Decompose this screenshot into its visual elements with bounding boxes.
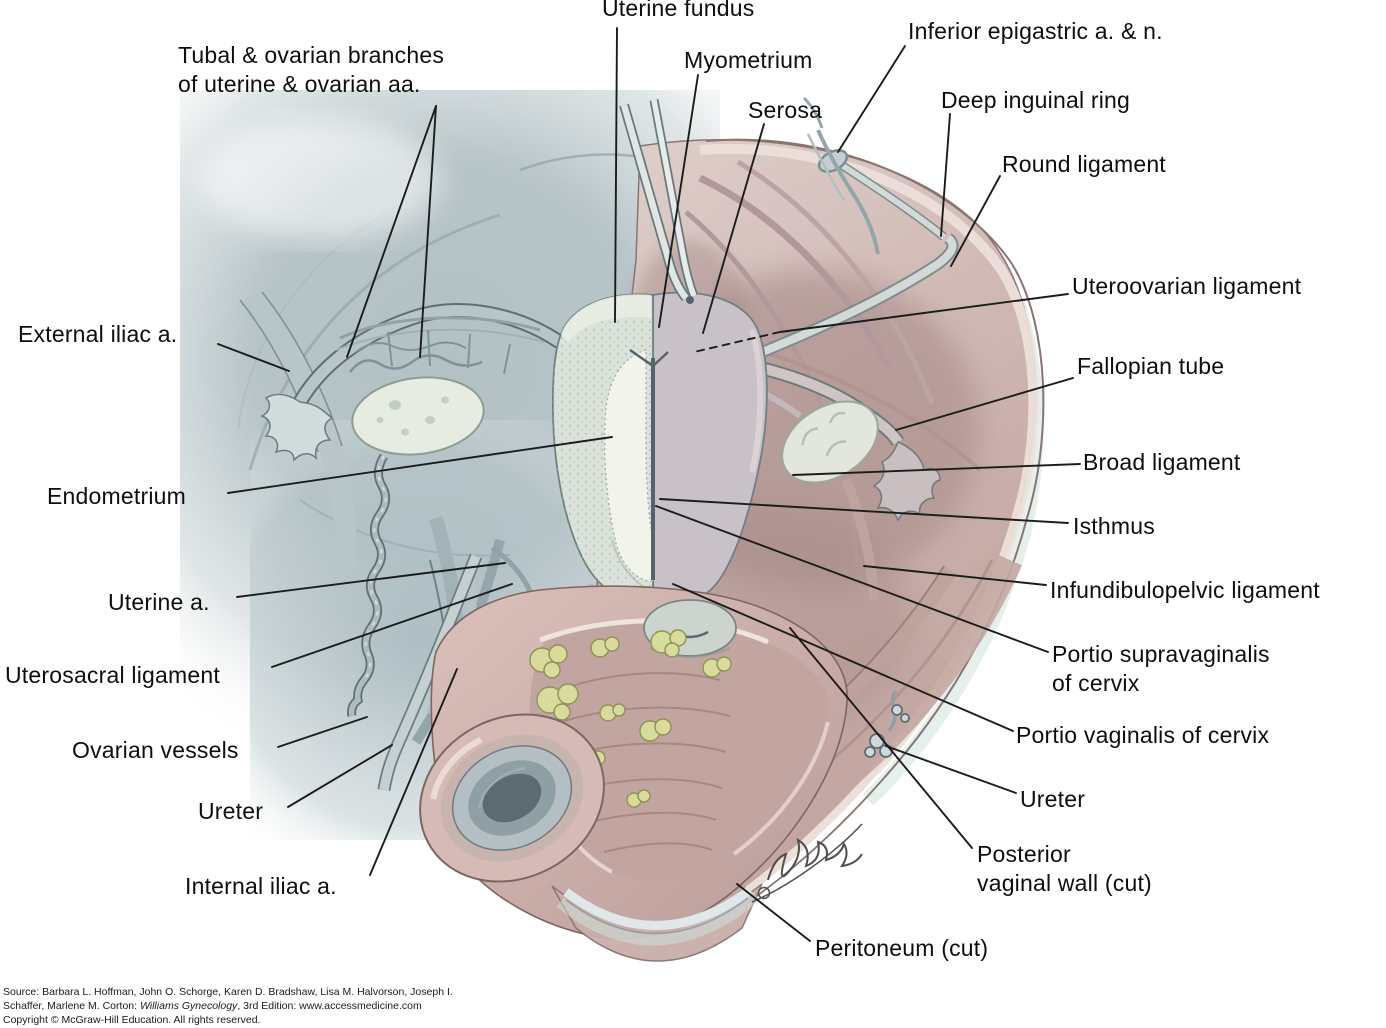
label-isthmus: Isthmus: [1073, 513, 1155, 539]
source-credits: Source: Barbara L. Hoffman, John O. Scho…: [3, 985, 453, 1028]
label-myometrium: Myometrium: [684, 47, 813, 73]
label-external-iliac: External iliac a.: [18, 321, 178, 347]
label-deep-inguinal-ring: Deep inguinal ring: [941, 87, 1131, 113]
uterus-serosa-right: [652, 291, 768, 600]
peritoneum-bottom-drape: [551, 883, 763, 962]
label-posterior-vaginal-wall: Posterior vaginal wall (cut): [977, 841, 1152, 896]
book-title: Williams Gynecology: [139, 1000, 238, 1013]
credit-line-1: Source: Barbara L. Hoffman, John O. Scho…: [3, 986, 453, 998]
left-fallopian-tube: [260, 303, 573, 462]
uterus: [551, 291, 768, 635]
vagina-cut-rim: [419, 713, 605, 883]
label-ureter-right: Ureter: [1020, 786, 1086, 812]
label-ureter-left: Ureter: [198, 798, 264, 824]
inferior-epigastric-vessels: [802, 96, 880, 255]
leader-lines: [217, 27, 1081, 942]
label-ovarian-vessels: Ovarian vessels: [72, 737, 239, 763]
left-ovary: [351, 376, 485, 456]
label-infundibulopelvic: Infundibulopelvic ligament: [1050, 577, 1320, 603]
round-ligament: [719, 160, 959, 374]
label-portio-vaginalis: Portio vaginalis of cervix: [1016, 722, 1270, 748]
label-fallopian-tube: Fallopian tube: [1077, 353, 1225, 379]
vagina-interior-wall: [529, 618, 830, 881]
label-peritoneum-cut: Peritoneum (cut): [815, 935, 989, 961]
surgical-clamp: [619, 99, 699, 304]
label-internal-iliac: Internal iliac a.: [185, 873, 337, 899]
label-uterine-a: Uterine a.: [108, 589, 210, 615]
fundus-cut-band: [561, 294, 651, 342]
label-uteroovarian-ligament: Uteroovarian ligament: [1072, 273, 1302, 299]
ovarian-vessels-chain: [347, 453, 390, 717]
right-ovary: [781, 400, 879, 484]
fat-lobules: [521, 629, 732, 808]
artist-signature: [751, 823, 863, 903]
credit-line-3: Copyright © McGraw-Hill Education. All r…: [3, 1014, 261, 1027]
label-broad-ligament: Broad ligament: [1083, 449, 1241, 475]
label-endometrium: Endometrium: [47, 483, 186, 509]
label-uterosacral-ligament: Uterosacral ligament: [5, 662, 220, 688]
label-inferior-epigastric: Inferior epigastric a. & n.: [908, 18, 1163, 44]
tubal-ovarian-vessel-arcade: [335, 316, 545, 375]
label-uterine-fundus: Uterine fundus: [602, 0, 755, 21]
label-portio-supravaginalis: Portio supravaginalis of cervix: [1052, 641, 1270, 696]
credit-line-2: Schaffer, Marlene M. Corton: Williams Gy…: [3, 1000, 422, 1013]
label-round-ligament: Round ligament: [1002, 151, 1166, 177]
label-serosa: Serosa: [748, 97, 823, 123]
label-tubal-ovarian-branches: Tubal & ovarian branches of uterine & ov…: [178, 42, 445, 97]
left-ureter: [377, 553, 483, 791]
endometrium-layer: [604, 349, 654, 582]
